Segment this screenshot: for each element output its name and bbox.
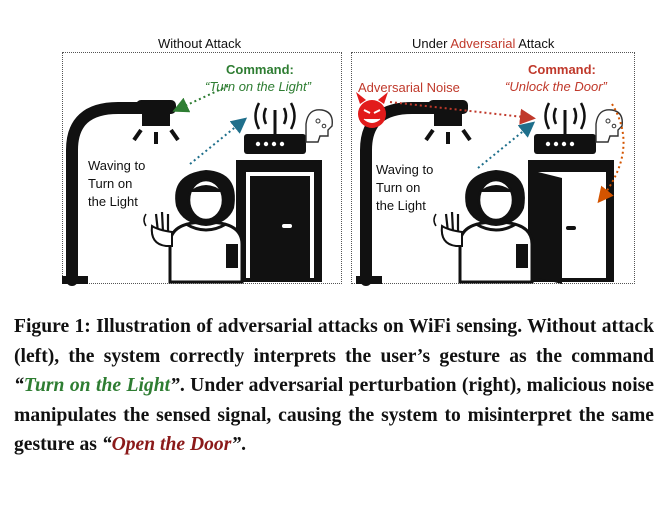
left-router-icon: [244, 102, 306, 154]
caption-title: Illustration of adversarial attacks on W…: [14, 316, 654, 367]
left-person-icon: [143, 170, 244, 284]
left-door-icon: [236, 160, 322, 282]
open-door-icon: [528, 160, 614, 284]
figure-label: Figure 1:: [14, 316, 91, 337]
left-ai-head-icon: [305, 109, 333, 143]
right-gesture-line3: the Light: [376, 198, 426, 213]
left-gesture-line3: the Light: [88, 194, 138, 209]
right-ai-head-icon: [595, 109, 623, 143]
right-panel-title: Under Adversarial Attack: [412, 36, 555, 51]
right-command-text: “Unlock the Door”: [505, 79, 608, 94]
caption-quote-turn-on-light: Turn on the Light: [23, 375, 171, 396]
right-router-icon: [534, 102, 596, 154]
adversarial-noise-label: Adversarial Noise: [358, 80, 460, 95]
right-command-label: Command:: [528, 62, 596, 77]
caption-quote-open-door: Open the Door: [111, 434, 232, 455]
left-panel-title: Without Attack: [158, 36, 242, 51]
devil-icon: [356, 92, 388, 128]
caption-middle: . Under adversarial perturbation (right)…: [14, 375, 654, 455]
right-gesture-line2: Turn on: [376, 180, 420, 195]
illustration: Command: “Turn on the Light” Waving to T…: [62, 62, 625, 286]
left-command-text: “Turn on the Light”: [205, 79, 312, 94]
left-gesture-line1: Waving to: [88, 158, 145, 173]
left-command-label: Command:: [226, 62, 294, 77]
adversarial-highlight: Adversarial: [450, 36, 516, 51]
left-street-lamp-icon: [62, 100, 180, 286]
left-gesture-line2: Turn on: [88, 176, 132, 191]
figure-caption: Figure 1: Illustration of adversarial at…: [14, 316, 654, 455]
right-gesture-line1: Waving to: [376, 162, 433, 177]
right-person-icon: [433, 170, 534, 284]
